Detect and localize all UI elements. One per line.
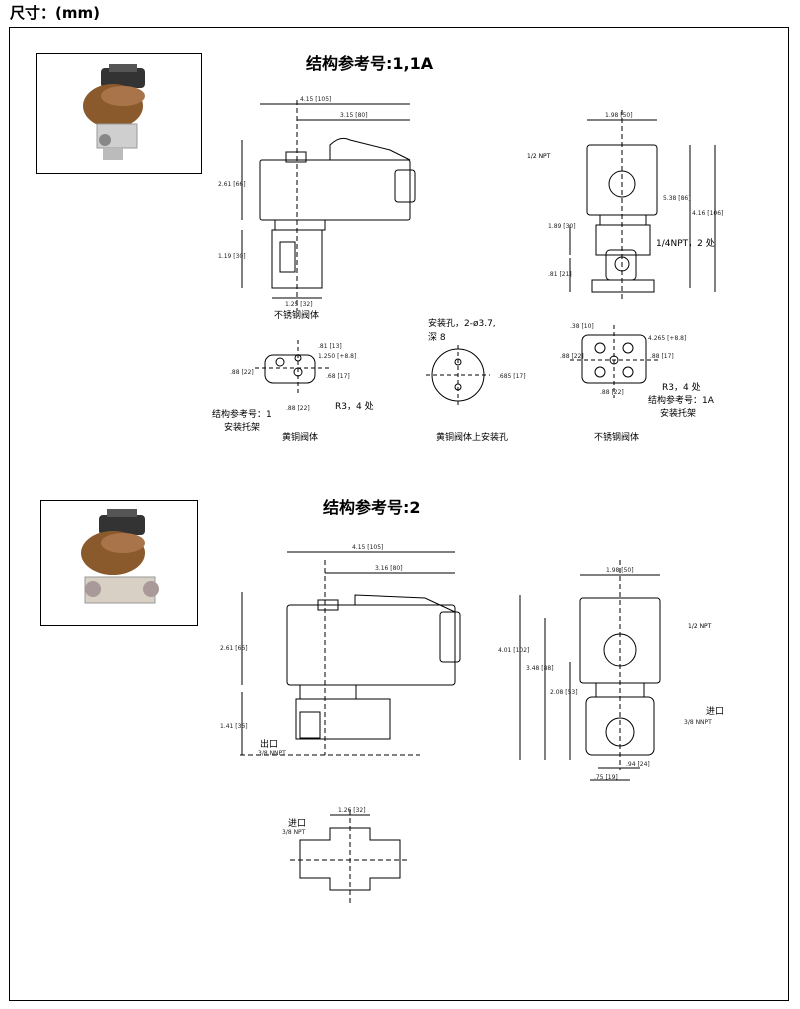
drawing-frame <box>9 27 789 1001</box>
s1-r3-right: R3，4 处 <box>662 381 701 393</box>
s2-inlet-top-label: 进口 <box>288 818 306 829</box>
s2-npt-half: 1/2 NPT <box>688 623 712 630</box>
s1-bb-c: .88 [22] <box>230 369 254 376</box>
section2-title: 结构参考号:2 <box>323 498 421 517</box>
s2-dim-front-height: 2.61 [66] <box>220 645 248 652</box>
s1-ss-d: .88 [17] <box>650 353 674 360</box>
s1-dim-side-total: 5.38 [86] <box>663 195 691 202</box>
s1-mount-bracket-1a: 安装托架 <box>660 407 696 419</box>
s2-dim-top-width: 1.26 [32] <box>338 807 366 814</box>
s1-dim-front-height: 2.61 [66] <box>218 181 246 188</box>
s1-brass-mount-hole-label: 黄铜阀体上安装孔 <box>436 431 508 443</box>
s2-outlet-npt: 3/8 NNPT <box>258 750 286 757</box>
section1-title: 结构参考号:1,1A <box>306 54 434 73</box>
s1-brass-bracket <box>255 340 330 395</box>
s1-ss-a: .38 [10] <box>570 323 594 330</box>
s1-depth-label: 深 8 <box>428 332 446 343</box>
s1-dim-side-low: .81 [21] <box>548 271 572 278</box>
s2-inlet-npt: 3/8 NNPT <box>684 719 712 726</box>
s2-inlet-top-npt: 3/8 NPT <box>282 829 306 836</box>
s1-struct-ref-1: 结构参考号：1 <box>212 408 272 420</box>
product-photo-1 <box>36 53 202 174</box>
s1-bb-a: .81 [13] <box>318 343 342 350</box>
s2-side-view <box>519 560 661 781</box>
s2-dim-side-d1: .94 [24] <box>626 761 650 768</box>
s1-bb-b: 1.250 [+8.8] <box>318 353 356 360</box>
s2-dim-side-low: 2.08 [53] <box>550 689 578 696</box>
s1-struct-ref-1a: 结构参考号：1A <box>648 394 715 406</box>
s1-stainless-body-label: 不锈钢阀体 <box>274 309 319 321</box>
s2-top-view <box>290 810 410 905</box>
product-photo-2 <box>40 500 198 626</box>
s2-dim-side-width: 1.98 [50] <box>606 567 634 574</box>
s1-dim-side-total2: 4.16 [106] <box>692 210 723 217</box>
unit-label: 尺寸：(mm) <box>10 4 100 22</box>
s1-npt-half: 1/2 NPT <box>527 153 551 160</box>
s1-dim-side-mid: 1.89 [30] <box>548 223 576 230</box>
s1-mount-bracket-1: 安装托架 <box>224 421 260 433</box>
s2-front-view <box>240 551 461 756</box>
s2-dim-front-body: 1.41 [36] <box>220 723 248 730</box>
valve-photo-1-icon <box>83 64 145 160</box>
s1-bb-e: .88 [22] <box>286 405 310 412</box>
valve-photo-2-icon <box>81 509 159 604</box>
s1-mh-dim: .685 [17] <box>498 373 526 380</box>
s1-stainless-body-label-2: 不锈钢阀体 <box>594 431 639 443</box>
s1-side-view <box>569 110 716 300</box>
s1-brass-mount-hole <box>426 345 490 405</box>
s2-dim-front-coil: 3.16 [80] <box>375 565 403 572</box>
s2-outlet-label: 出口 <box>260 738 278 750</box>
s1-bb-d: .68 [17] <box>326 373 350 380</box>
s2-dim-front-width: 4.15 [105] <box>352 544 383 551</box>
s2-dim-side-total: 4.01 [102] <box>498 647 529 654</box>
s1-dim-front-width: 4.15 [105] <box>300 96 331 103</box>
s1-ss-e: .88 [22] <box>600 389 624 396</box>
s1-r3-left: R3，4 处 <box>335 400 374 412</box>
s1-ss-c: .88 [22] <box>560 353 584 360</box>
s1-ss-b: 4.265 [+8.8] <box>648 335 686 342</box>
s2-dim-side-d2: .75 [19] <box>594 774 618 781</box>
s1-dim-side-width: 1.98 [50] <box>605 112 633 119</box>
s1-dim-front-coil: 3.15 [80] <box>340 112 368 119</box>
s1-npt-quarter: 1/4NPT，2 处 <box>656 237 715 249</box>
s1-dim-front-base: 1.25 [32] <box>285 301 313 308</box>
s2-inlet-label: 进口 <box>706 706 724 717</box>
s2-dim-side-mid: 3.48 [88] <box>526 665 554 672</box>
s1-dim-front-body: 1.19 [30] <box>218 253 246 260</box>
s1-brass-body-label: 黄铜阀体 <box>282 431 318 443</box>
s1-mount-hole-label: 安装孔，2-ø3.7, <box>428 317 496 329</box>
s1-stainless-bracket <box>570 325 660 398</box>
s1-front-view <box>241 100 416 310</box>
